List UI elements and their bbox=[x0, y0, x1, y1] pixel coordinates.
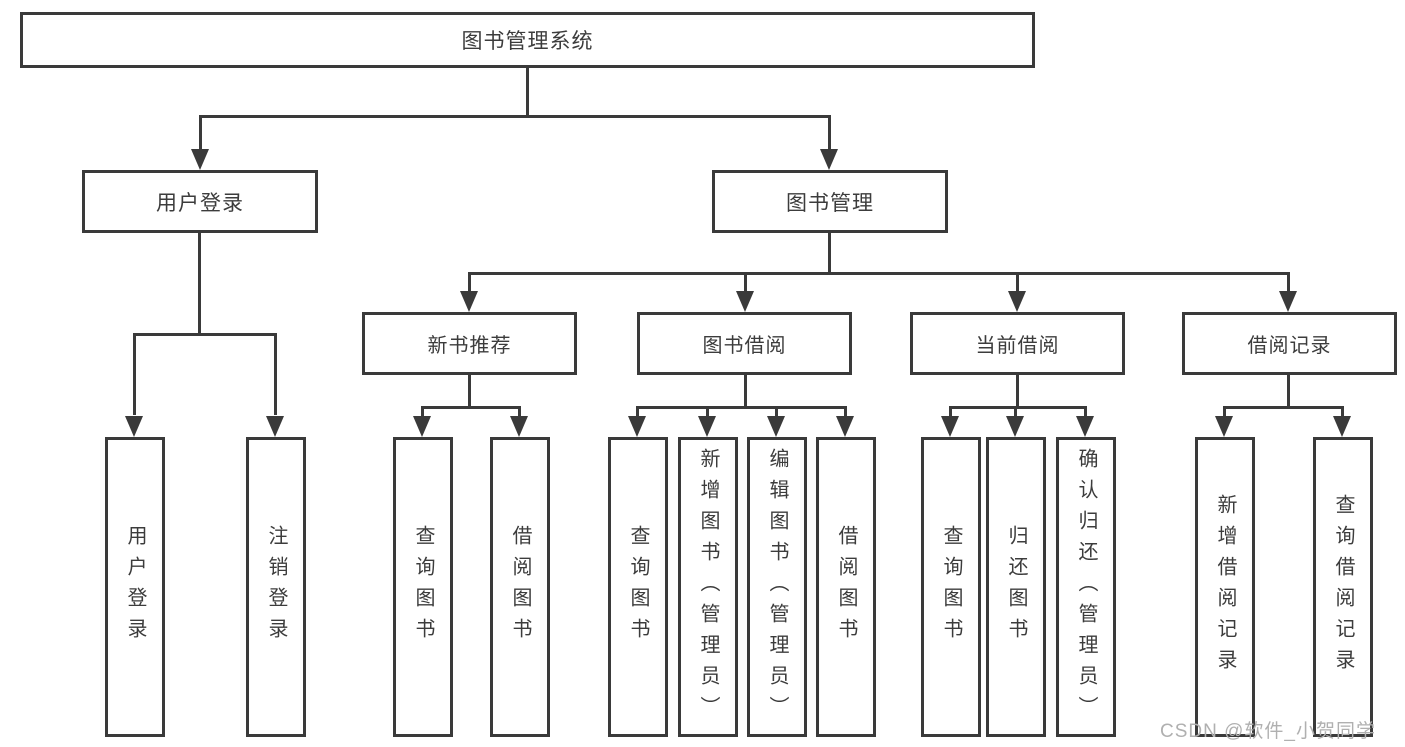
connector-stub-book-mgmt bbox=[828, 115, 831, 151]
node-user-login: 用户登录 bbox=[82, 170, 318, 233]
node-root-label: 图书管理系统 bbox=[461, 30, 594, 53]
connector-stub bbox=[1223, 406, 1226, 418]
watermark: CSDN @软件_小贺同学 bbox=[1160, 721, 1376, 742]
connector-stub bbox=[1084, 406, 1087, 418]
node-borrowing-records-label: 借阅记录 bbox=[1247, 335, 1332, 357]
connector-stub-new-books bbox=[468, 272, 471, 294]
connector-root-branch bbox=[199, 115, 830, 118]
node-current-borrowing-label: 当前借阅 bbox=[975, 335, 1060, 357]
connector-current-borrow-branch bbox=[949, 406, 1087, 409]
leaf-label: 新增借阅记录 bbox=[1214, 494, 1236, 680]
node-current-borrowing: 当前借阅 bbox=[910, 312, 1125, 375]
arrow-down-icon bbox=[1279, 291, 1297, 312]
connector-stub-leaf-login bbox=[133, 333, 136, 415]
connector-new-books-branch bbox=[421, 406, 521, 409]
node-book-management: 图书管理 bbox=[712, 170, 948, 233]
leaf-label: 用户登录 bbox=[124, 525, 146, 649]
connector-new-books-trunk bbox=[468, 375, 471, 409]
connector-stub bbox=[949, 406, 952, 418]
leaf-borrow-books-recommend: 借阅图书 bbox=[490, 437, 550, 737]
leaf-label: 查询图书 bbox=[412, 525, 434, 649]
leaf-return-books: 归还图书 bbox=[986, 437, 1046, 737]
connector-root-trunk bbox=[526, 66, 529, 117]
leaf-label: 借阅图书 bbox=[835, 525, 857, 649]
leaf-query-borrow-record: 查询借阅记录 bbox=[1313, 437, 1373, 737]
leaf-logout: 注销登录 bbox=[246, 437, 306, 737]
leaf-user-login: 用户登录 bbox=[105, 437, 165, 737]
leaf-label: 查询图书 bbox=[627, 525, 649, 649]
arrow-down-icon bbox=[628, 416, 646, 437]
connector-book-mgmt-trunk bbox=[828, 233, 831, 275]
node-borrowing-records: 借阅记录 bbox=[1182, 312, 1397, 375]
arrow-down-icon bbox=[820, 149, 838, 170]
connector-stub bbox=[636, 406, 639, 418]
leaf-label: 新增图书（管理员） bbox=[697, 447, 719, 727]
arrow-down-icon bbox=[941, 416, 959, 437]
connector-user-login-branch bbox=[133, 333, 277, 336]
leaf-borrow-books: 借阅图书 bbox=[816, 437, 876, 737]
leaf-query-books-recommend: 查询图书 bbox=[393, 437, 453, 737]
connector-stub-leaf-logout bbox=[274, 333, 277, 415]
connector-book-mgmt-branch bbox=[468, 272, 1290, 275]
arrow-down-icon bbox=[460, 291, 478, 312]
connector-book-borrow-trunk bbox=[744, 375, 747, 409]
arrow-down-icon bbox=[698, 416, 716, 437]
node-book-borrowing: 图书借阅 bbox=[637, 312, 852, 375]
connector-stub-book-borrow bbox=[744, 272, 747, 294]
leaf-label: 借阅图书 bbox=[509, 525, 531, 649]
leaf-label: 查询借阅记录 bbox=[1332, 494, 1354, 680]
connector-stub bbox=[844, 406, 847, 418]
connector-stub bbox=[1014, 406, 1017, 418]
arrow-down-icon bbox=[736, 291, 754, 312]
connector-records-trunk bbox=[1287, 375, 1290, 409]
connector-stub bbox=[421, 406, 424, 418]
connector-book-borrow-branch bbox=[636, 406, 847, 409]
connector-stub bbox=[775, 406, 778, 418]
leaf-add-books-admin: 新增图书（管理员） bbox=[678, 437, 738, 737]
arrow-down-icon bbox=[1215, 416, 1233, 437]
connector-stub bbox=[1341, 406, 1344, 418]
node-book-borrowing-label: 图书借阅 bbox=[702, 335, 787, 357]
node-book-management-label: 图书管理 bbox=[786, 191, 874, 215]
connector-stub bbox=[518, 406, 521, 418]
arrow-down-icon bbox=[1333, 416, 1351, 437]
arrow-down-icon bbox=[413, 416, 431, 437]
arrow-down-icon bbox=[767, 416, 785, 437]
connector-stub bbox=[706, 406, 709, 418]
arrow-down-icon bbox=[1076, 416, 1094, 437]
connector-user-login-trunk bbox=[198, 233, 201, 336]
connector-current-borrow-trunk bbox=[1016, 375, 1019, 409]
node-new-book-recommend-label: 新书推荐 bbox=[427, 335, 512, 357]
connector-stub-borrow-records bbox=[1287, 272, 1290, 294]
arrow-down-icon bbox=[191, 149, 209, 170]
leaf-label: 确认归还（管理员） bbox=[1075, 447, 1097, 727]
leaf-add-borrow-record: 新增借阅记录 bbox=[1195, 437, 1255, 737]
arrow-down-icon bbox=[1006, 416, 1024, 437]
leaf-edit-books-admin: 编辑图书（管理员） bbox=[747, 437, 807, 737]
leaf-label: 注销登录 bbox=[265, 525, 287, 649]
node-new-book-recommend: 新书推荐 bbox=[362, 312, 577, 375]
leaf-label: 归还图书 bbox=[1005, 525, 1027, 649]
connector-stub-user-login bbox=[199, 115, 202, 151]
node-user-login-label: 用户登录 bbox=[156, 191, 244, 215]
arrow-down-icon bbox=[836, 416, 854, 437]
arrow-down-icon bbox=[510, 416, 528, 437]
leaf-query-books-borrowing: 查询图书 bbox=[608, 437, 668, 737]
leaf-query-books-current: 查询图书 bbox=[921, 437, 981, 737]
connector-stub-current-borrow bbox=[1016, 272, 1019, 294]
leaf-label: 查询图书 bbox=[940, 525, 962, 649]
arrow-down-icon bbox=[1008, 291, 1026, 312]
leaf-confirm-return-admin: 确认归还（管理员） bbox=[1056, 437, 1116, 737]
arrow-down-icon bbox=[125, 416, 143, 437]
connector-records-branch bbox=[1223, 406, 1344, 409]
leaf-label: 编辑图书（管理员） bbox=[766, 447, 788, 727]
arrow-down-icon bbox=[266, 416, 284, 437]
node-root: 图书管理系统 bbox=[20, 12, 1035, 68]
